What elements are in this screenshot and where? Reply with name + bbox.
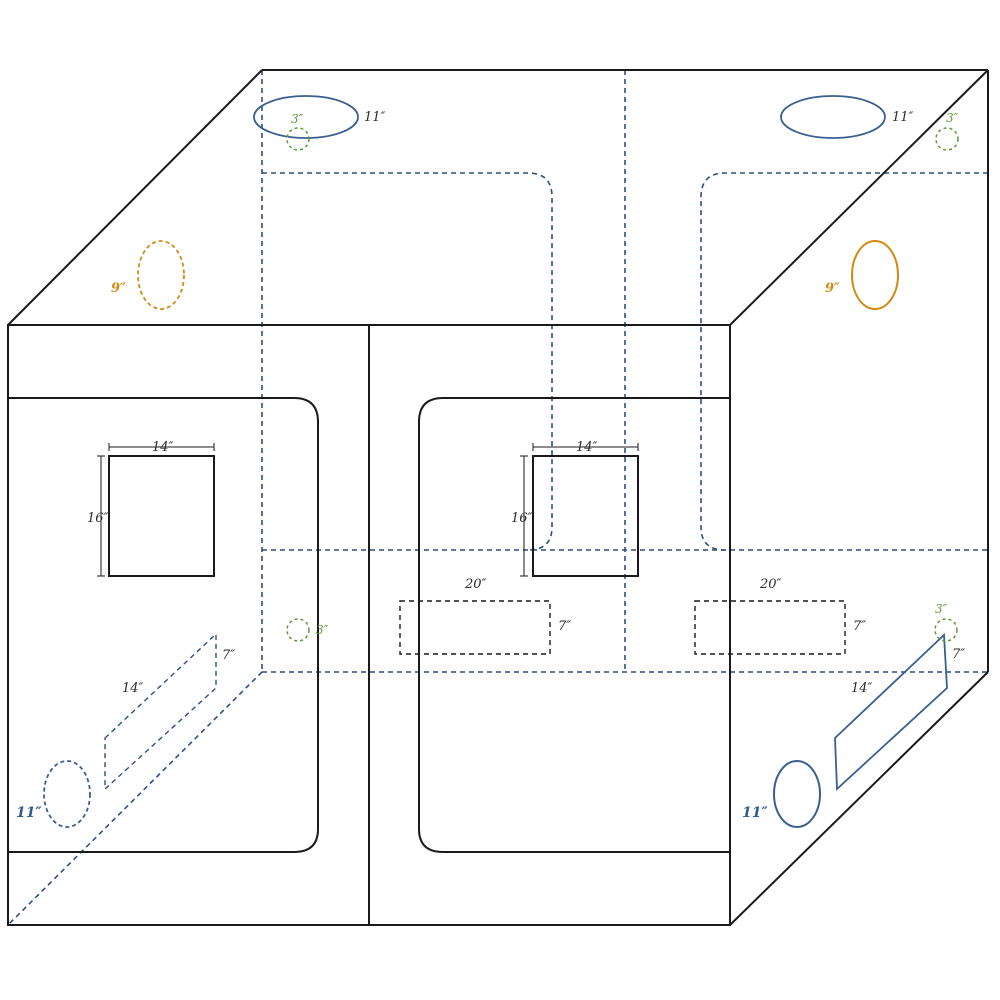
right-back-vent — [694, 600, 846, 655]
left-wall-small-port — [286, 618, 310, 642]
left-window — [108, 455, 215, 577]
left-side-port-label: 9″ — [111, 281, 126, 296]
right-wall-vent-height-label: 7″ — [952, 647, 965, 662]
center-window-height-label: 16″ — [511, 511, 533, 526]
top-right-diagonal — [729, 69, 989, 326]
top-left-diagonal — [7, 69, 263, 326]
top-right-small-port — [935, 127, 959, 151]
left-window-height-label: 16″ — [87, 511, 109, 526]
front-right-door — [418, 397, 730, 853]
right-wall-duct-label: 11″ — [742, 805, 768, 821]
center-vent-height-label: 7″ — [558, 619, 571, 634]
top-left-small-port — [286, 127, 310, 151]
center-back-vent — [399, 600, 551, 655]
back-left-door-outline — [262, 172, 553, 551]
right-wall-small-label: 3″ — [935, 602, 948, 616]
right-back-vent-height-label: 7″ — [853, 619, 866, 634]
right-side-port-label: 9″ — [825, 281, 840, 296]
left-side-port — [137, 240, 185, 310]
right-side-port — [851, 240, 899, 310]
back-right-door-outline — [700, 172, 988, 551]
left-wall-vent — [104, 632, 217, 791]
ports — [43, 95, 959, 828]
top-left-duct-port — [253, 95, 359, 139]
right-wall-duct-port — [773, 760, 821, 828]
labels: 11″ 3″ 11″ 3″ 9″ 9″ 14″ 16″ 14″ 16″ 3″ 7… — [16, 110, 965, 821]
left-window-dimensions — [97, 443, 215, 577]
hidden-edges — [7, 70, 990, 926]
windows — [97, 443, 639, 577]
left-wall-duct-label: 11″ — [16, 805, 42, 821]
vents — [104, 600, 948, 791]
top-right-duct-label: 11″ — [892, 110, 914, 125]
left-bottom-diagonal-edge — [7, 671, 263, 926]
front-left-door — [8, 397, 319, 853]
left-wall-vent-height-label: 7″ — [222, 648, 235, 663]
tent-outline — [7, 69, 989, 926]
left-wall-vent-width-label: 14″ — [122, 681, 144, 696]
center-window — [532, 455, 639, 577]
right-wall-vent — [834, 633, 948, 791]
bottom-right-diagonal — [729, 671, 989, 926]
left-wall-duct-port — [43, 760, 91, 828]
right-wall-small-port — [934, 618, 958, 642]
top-left-small-label: 3″ — [291, 112, 304, 126]
left-window-width-label: 14″ — [152, 440, 174, 455]
top-right-small-label: 3″ — [946, 111, 959, 125]
top-right-duct-port — [780, 95, 886, 139]
right-back-vent-width-label: 20″ — [759, 577, 782, 592]
center-window-dimensions — [520, 443, 639, 577]
right-wall-vent-width-label: 14″ — [851, 681, 873, 696]
top-left-duct-label: 11″ — [364, 110, 386, 125]
left-wall-small-label: 3″ — [316, 623, 329, 637]
center-vent-width-label: 20″ — [464, 577, 487, 592]
center-window-width-label: 14″ — [576, 440, 598, 455]
